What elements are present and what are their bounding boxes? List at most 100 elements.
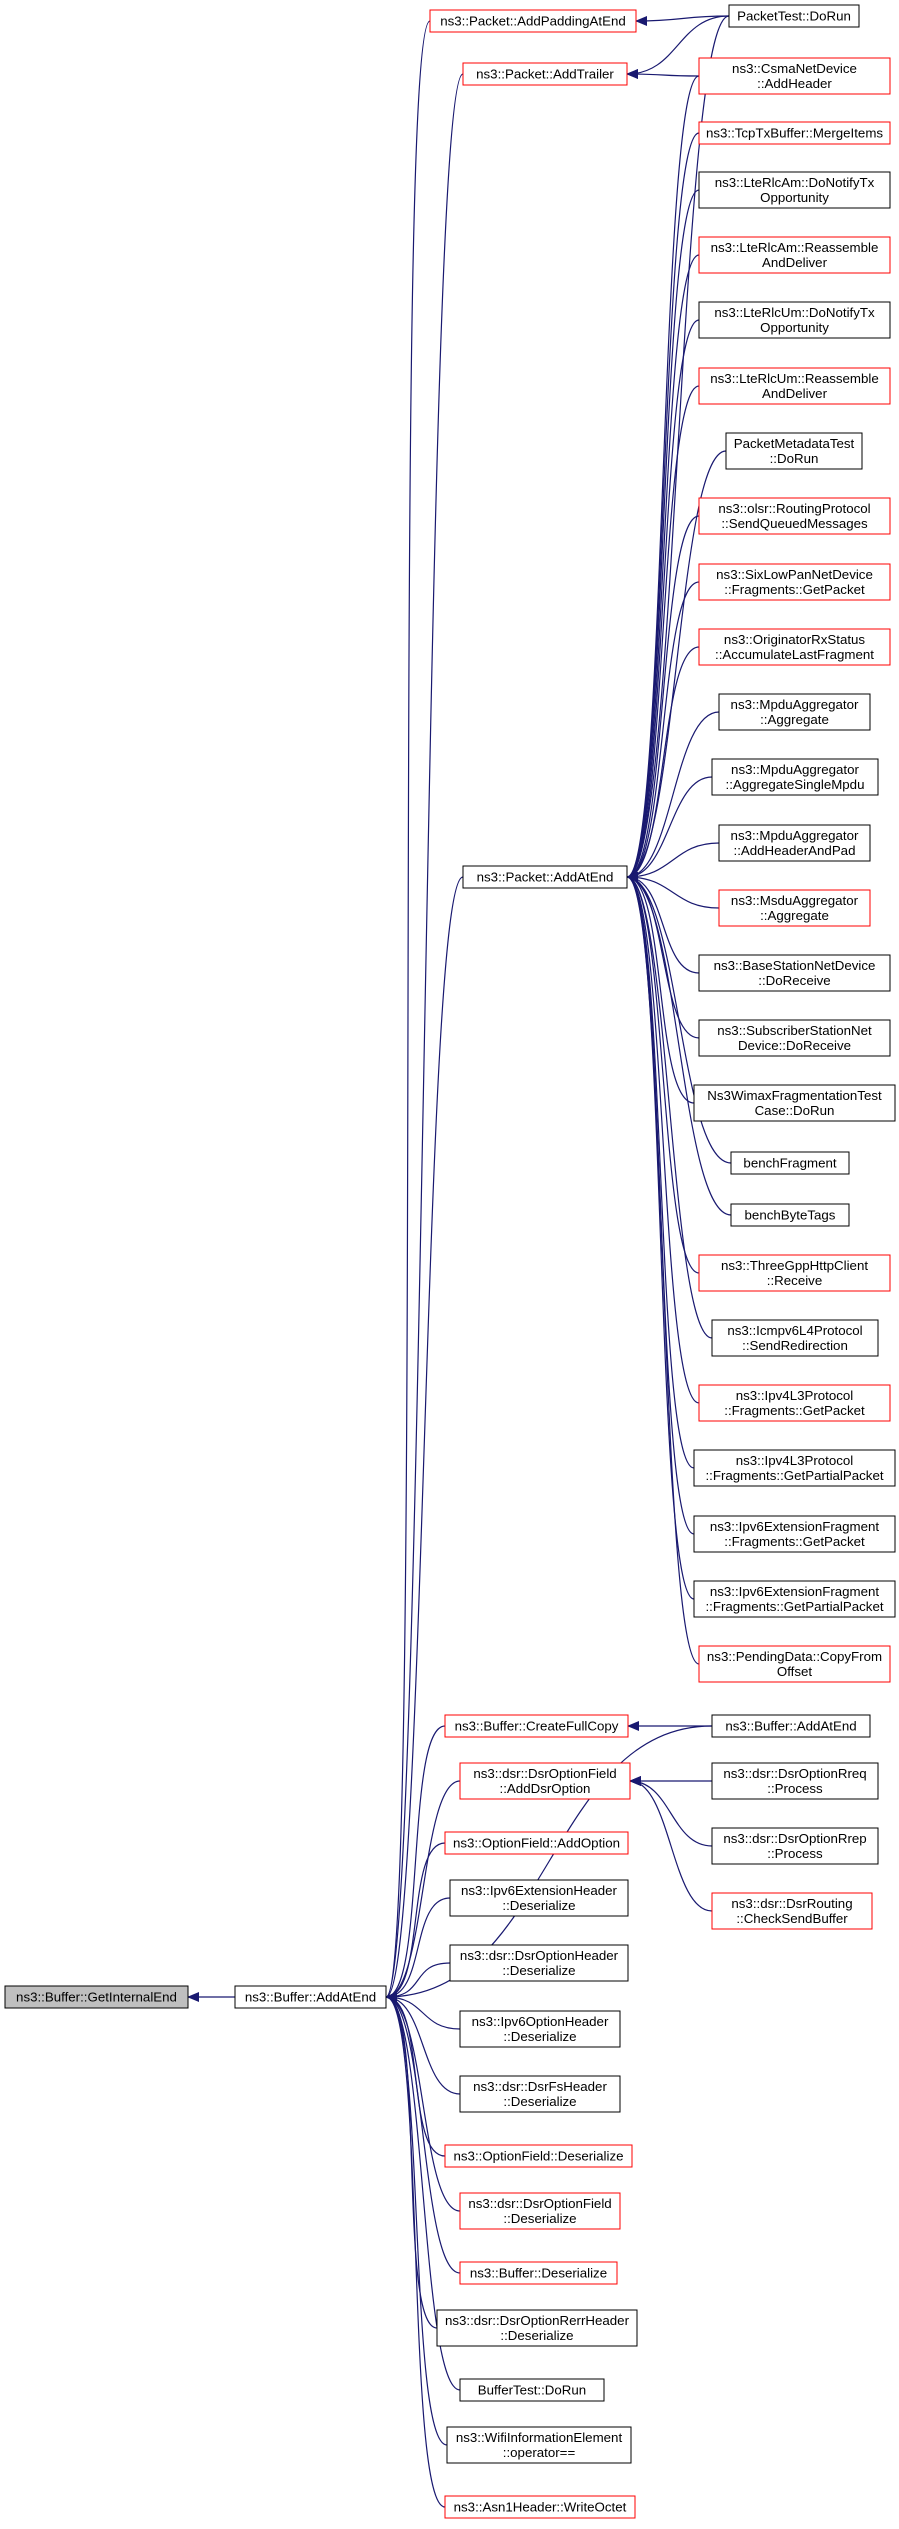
node-csma[interactable]: ns3::CsmaNetDevice::AddHeader [698, 57, 891, 95]
node-box [436, 2309, 638, 2347]
edge-buf_addatend2-to-addatend [385, 1725, 713, 2002]
node-label: ::SendRedirection [742, 1338, 848, 1353]
node-box [698, 57, 891, 95]
node-label: ns3::dsr::DsrOptionField [468, 2196, 611, 2211]
node-box [449, 1944, 629, 1982]
node-label: PacketTest::DoRun [737, 9, 851, 24]
node-dsr_opthdr_deser[interactable]: ns3::dsr::DsrOptionHeader::Deserialize [449, 1944, 629, 1982]
node-bsnd[interactable]: ns3::BaseStationNetDevice::DoReceive [698, 954, 891, 992]
node-label: ns3::Asn1Header::WriteOctet [454, 2500, 627, 2515]
node-http[interactable]: ns3::ThreeGppHttpClient::Receive [698, 1254, 891, 1292]
node-box [462, 865, 628, 889]
node-box [459, 2261, 618, 2285]
node-mpdu_agg[interactable]: ns3::MpduAggregator::Aggregate [718, 693, 871, 731]
node-ipv4partial[interactable]: ns3::Ipv4L3Protocol::Fragments::GetParti… [693, 1449, 896, 1487]
node-label: ::AddDsrOption [500, 1781, 591, 1796]
node-dsr_routing[interactable]: ns3::dsr::DsrRouting::CheckSendBuffer [711, 1892, 873, 1930]
node-label: ns3::Ipv6ExtensionHeader [461, 1883, 618, 1898]
node-pkt_trailer[interactable]: ns3::Packet::AddTrailer [462, 62, 628, 86]
node-label: ::Deserialize [502, 1963, 575, 1978]
node-label: Opportunity [760, 190, 829, 205]
node-label: ns3::MpduAggregator [731, 828, 859, 843]
node-label: ns3::MpduAggregator [731, 697, 859, 712]
node-label: ns3::SixLowPanNetDevice [716, 567, 873, 582]
node-sixlow[interactable]: ns3::SixLowPanNetDevice::Fragments::GetP… [698, 563, 891, 601]
node-box [718, 693, 871, 731]
edge-sixlow-to-pkt_addatend [626, 581, 700, 882]
node-label: ns3::TcpTxBuffer::MergeItems [706, 126, 883, 141]
node-ipv6partial[interactable]: ns3::Ipv6ExtensionFragment::Fragments::G… [693, 1580, 896, 1618]
node-label: BufferTest::DoRun [478, 2383, 586, 2398]
node-box [444, 1714, 629, 1738]
node-ipv4frag[interactable]: ns3::Ipv4L3Protocol::Fragments::GetPacke… [698, 1384, 891, 1422]
node-box [693, 1580, 896, 1618]
edge-pkt_pad-to-addatend [385, 20, 431, 2002]
node-buf_addatend2[interactable]: ns3::Buffer::AddAtEnd [711, 1714, 871, 1738]
node-dsr_addopt[interactable]: ns3::dsr::DsrOptionField::AddDsrOption [459, 1762, 631, 1800]
edge-csma-to-pkt_addatend [626, 75, 700, 882]
node-box [718, 889, 871, 927]
node-msdu_agg[interactable]: ns3::MsduAggregator::Aggregate [718, 889, 871, 927]
node-label: ns3::olsr::RoutingProtocol [718, 501, 870, 516]
node-ssnd[interactable]: ns3::SubscriberStationNetDevice::DoRecei… [698, 1019, 891, 1057]
node-createfull[interactable]: ns3::Buffer::CreateFullCopy [444, 1714, 629, 1738]
node-ipv6ext_deser[interactable]: ns3::Ipv6ExtensionHeader::Deserialize [449, 1879, 629, 1917]
node-dsr_rrep[interactable]: ns3::dsr::DsrOptionRrep::Process [711, 1827, 879, 1865]
node-origrx[interactable]: ns3::OriginatorRxStatus::AccumulateLastF… [698, 628, 891, 666]
node-dsr_rerr_deser[interactable]: ns3::dsr::DsrOptionRerrHeader::Deseriali… [436, 2309, 638, 2347]
node-optfield_deser[interactable]: ns3::OptionField::Deserialize [444, 2144, 633, 2168]
node-tcptx[interactable]: ns3::TcpTxBuffer::MergeItems [698, 121, 891, 145]
edge-mpdu_hdr-to-pkt_addatend [626, 842, 720, 882]
node-label: ns3::dsr::DsrOptionRreq [723, 1766, 866, 1781]
node-label: ::Process [767, 1846, 823, 1861]
node-dsr_rreq[interactable]: ns3::dsr::DsrOptionRreq::Process [711, 1762, 879, 1800]
node-dsr_fs_deser[interactable]: ns3::dsr::DsrFsHeader::Deserialize [459, 2075, 621, 2113]
node-box [698, 563, 891, 601]
node-asn1[interactable]: ns3::Asn1Header::WriteOctet [444, 2495, 636, 2519]
edge-dsr_routing-to-dsr_addopt [629, 1776, 713, 1912]
node-benchfrag[interactable]: benchFragment [730, 1151, 850, 1175]
node-box [698, 1019, 891, 1057]
node-mpdu_hdr[interactable]: ns3::MpduAggregator::AddHeaderAndPad [718, 824, 871, 862]
node-olsr[interactable]: ns3::olsr::RoutingProtocol::SendQueuedMe… [698, 497, 891, 535]
node-pkt_pad[interactable]: ns3::Packet::AddPaddingAtEnd [429, 9, 637, 33]
node-box [725, 432, 863, 470]
node-pkt_addatend[interactable]: ns3::Packet::AddAtEnd [462, 865, 628, 889]
node-box [459, 2010, 621, 2048]
node-label: ::Receive [767, 1273, 822, 1288]
node-label: ns3::WifiInformationElement [456, 2430, 623, 2445]
node-mpdu_single[interactable]: ns3::MpduAggregator::AggregateSingleMpdu [711, 758, 879, 796]
edge-benchfrag-to-pkt_addatend [626, 872, 732, 1164]
node-optfield_add[interactable]: ns3::OptionField::AddOption [444, 1831, 629, 1855]
node-label: ::SendQueuedMessages [721, 516, 868, 531]
node-label: ns3::dsr::DsrFsHeader [473, 2079, 607, 2094]
node-box [459, 2378, 605, 2402]
node-ipv6opt_deser[interactable]: ns3::Ipv6OptionHeader::Deserialize [459, 2010, 621, 2048]
node-box [462, 62, 628, 86]
node-buftest[interactable]: BufferTest::DoRun [459, 2378, 605, 2402]
node-label: ::Deserialize [502, 1898, 575, 1913]
edge-pkttest-to-pkt_pad [635, 15, 730, 26]
edge-benchbyte-to-pkt_addatend [626, 872, 732, 1216]
node-addatend[interactable]: ns3::Buffer::AddAtEnd [234, 1985, 387, 2009]
node-benchbyte[interactable]: benchByteTags [730, 1203, 850, 1227]
node-pktmeta[interactable]: PacketMetadataTest::DoRun [725, 432, 863, 470]
node-label: ::DoRun [770, 451, 819, 466]
node-label: ns3::Ipv6ExtensionFragment [710, 1584, 880, 1599]
node-pkttest[interactable]: PacketTest::DoRun [728, 4, 860, 28]
node-icmpv6[interactable]: ns3::Icmpv6L4Protocol::SendRedirection [711, 1319, 879, 1357]
node-label: Ns3WimaxFragmentationTest [707, 1088, 882, 1103]
node-dsr_optfield_deser[interactable]: ns3::dsr::DsrOptionField::Deserialize [459, 2192, 621, 2230]
edge-rlcam_reasm-to-pkt_addatend [626, 254, 700, 882]
node-ipv6frag[interactable]: ns3::Ipv6ExtensionFragment::Fragments::G… [693, 1515, 896, 1553]
edge-dsr_rrep-to-dsr_addopt [629, 1776, 713, 1847]
node-root: ns3::Buffer::GetInternalEnd [4, 1985, 189, 2009]
node-wifi_ie[interactable]: ns3::WifiInformationElement::operator== [446, 2426, 632, 2464]
node-buf_deser[interactable]: ns3::Buffer::Deserialize [459, 2261, 618, 2285]
